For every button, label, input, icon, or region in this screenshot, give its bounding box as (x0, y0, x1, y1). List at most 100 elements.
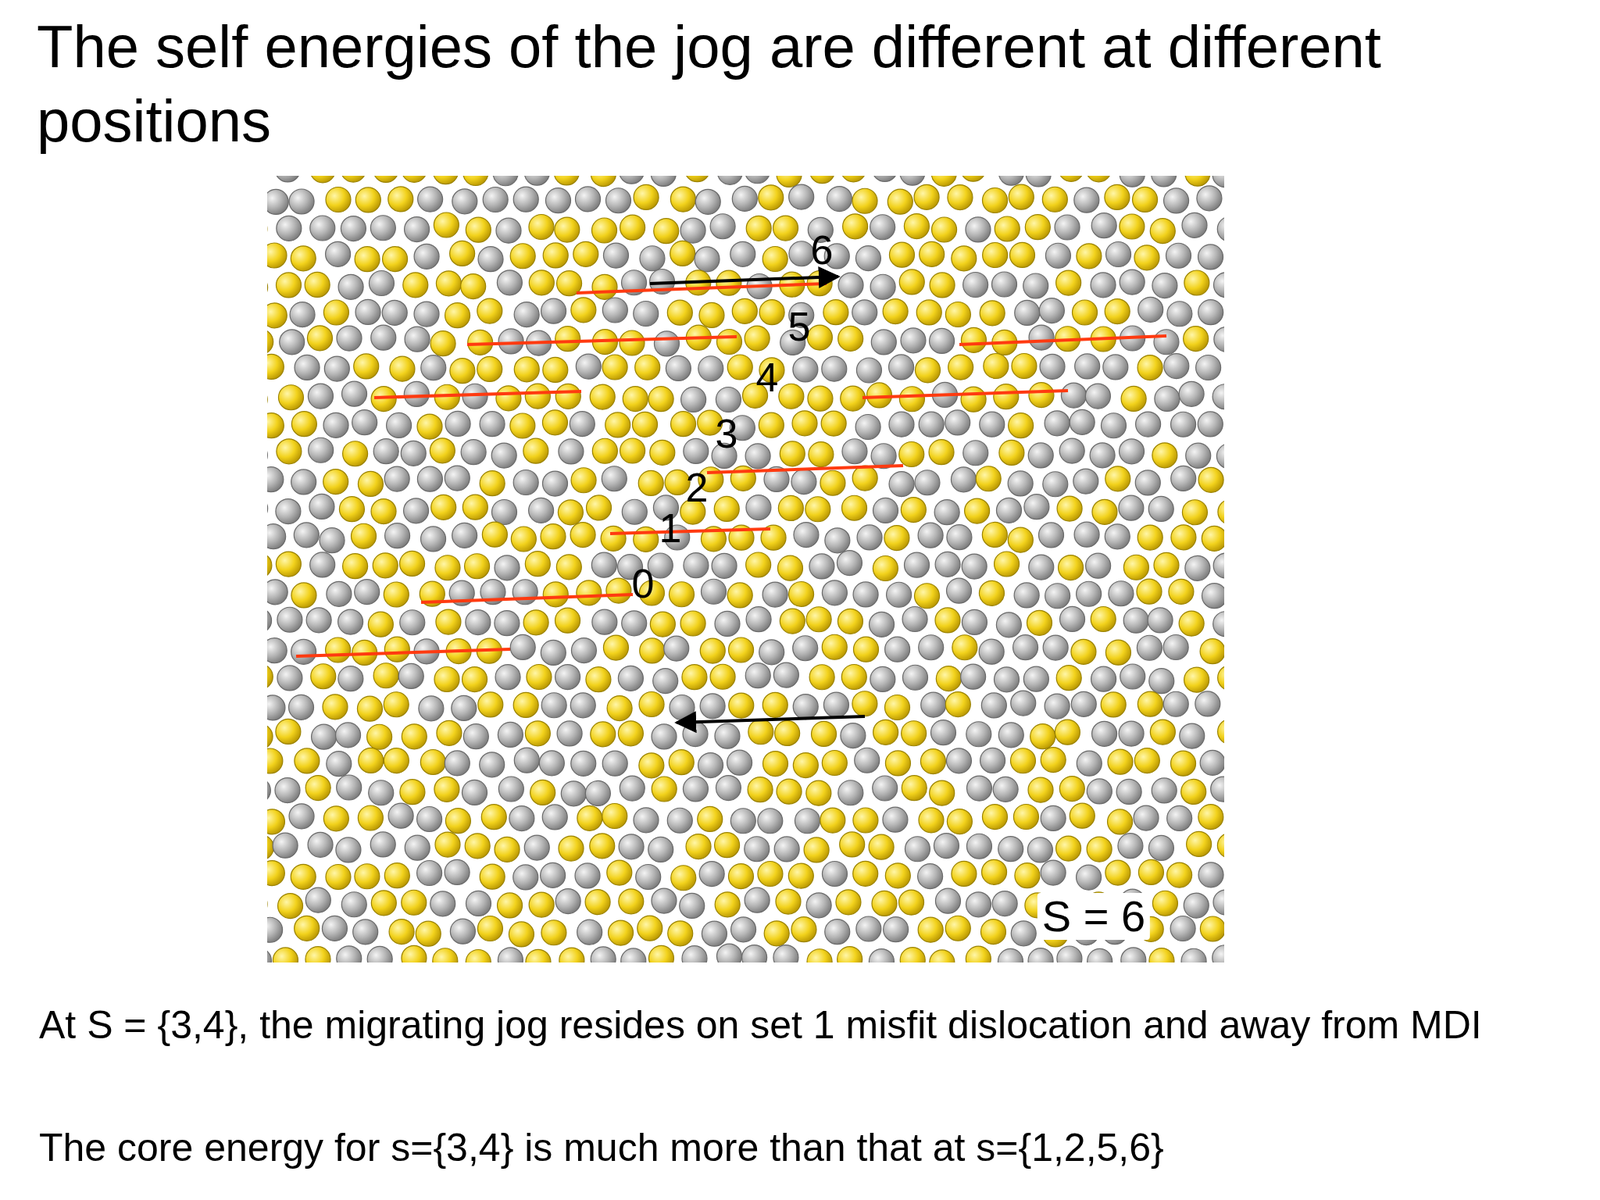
yellow-atom (903, 214, 929, 240)
yellow-atom (291, 582, 317, 608)
yellow-atom (951, 860, 977, 886)
yellow-atom (762, 246, 788, 272)
yellow-atom (510, 526, 536, 552)
grey-atom (414, 301, 440, 327)
yellow-atom (371, 890, 397, 916)
grey-atom (1119, 269, 1145, 295)
grey-atom (746, 495, 772, 521)
yellow-atom (602, 354, 628, 380)
grey-atom (917, 864, 943, 890)
grey-atom (823, 692, 849, 718)
grey-atom (664, 635, 690, 661)
yellow-atom (267, 809, 285, 835)
grey-atom (465, 890, 491, 916)
yellow-atom (420, 749, 446, 775)
yellow-atom (528, 892, 554, 918)
grey-atom (1076, 750, 1102, 776)
grey-atom (882, 807, 908, 833)
grey-atom (1069, 409, 1095, 435)
grey-atom (618, 175, 644, 184)
grey-atom (917, 522, 943, 548)
grey-atom (452, 522, 478, 548)
grey-atom (294, 354, 320, 380)
grey-atom (279, 329, 305, 355)
grey-atom (621, 499, 647, 525)
yellow-atom (821, 750, 847, 775)
yellow-atom (807, 325, 833, 350)
yellow-atom (714, 892, 740, 918)
yellow-atom (885, 694, 911, 720)
yellow-atom (945, 692, 971, 718)
grey-atom (570, 692, 596, 718)
yellow-atom (638, 470, 664, 496)
grey-atom (326, 751, 352, 777)
grey-atom (524, 175, 550, 186)
grey-atom (342, 381, 368, 407)
yellow-atom (481, 804, 507, 830)
yellow-atom (267, 329, 274, 355)
grey-atom (653, 668, 679, 694)
grey-atom (856, 357, 882, 383)
yellow-atom (494, 836, 520, 862)
yellow-atom (340, 175, 366, 183)
yellow-atom (325, 637, 351, 663)
grey-atom (1216, 443, 1225, 469)
yellow-atom (1013, 803, 1039, 829)
grey-atom (371, 325, 397, 350)
position-number: 5 (788, 304, 811, 349)
yellow-atom (916, 300, 942, 325)
yellow-atom (431, 494, 457, 520)
yellow-atom (1201, 525, 1225, 551)
grey-atom (821, 580, 847, 606)
yellow-atom (960, 327, 986, 353)
yellow-atom (639, 753, 665, 779)
yellow-atom (570, 522, 596, 548)
yellow-atom (553, 175, 579, 186)
grey-atom (727, 750, 753, 775)
yellow-atom (1090, 606, 1116, 632)
yellow-atom (710, 664, 736, 690)
grey-atom (921, 692, 947, 718)
grey-atom (1087, 948, 1113, 963)
grey-atom (541, 692, 567, 718)
yellow-atom (525, 949, 551, 963)
red-line (959, 335, 1167, 345)
yellow-atom (889, 242, 915, 268)
yellow-atom (514, 357, 540, 383)
grey-atom (933, 833, 959, 859)
yellow-atom (510, 243, 536, 269)
grey-atom (683, 553, 709, 579)
grey-atom (539, 750, 565, 776)
grey-atom (682, 776, 708, 802)
yellow-atom (700, 638, 725, 664)
yellow-atom (901, 721, 927, 747)
yellow-atom (653, 218, 679, 244)
grey-atom (592, 609, 618, 635)
grey-atom (1167, 301, 1193, 327)
grey-atom (946, 525, 972, 550)
red-line (610, 528, 771, 534)
grey-atom (1164, 353, 1190, 379)
grey-atom (757, 808, 783, 834)
yellow-atom (573, 241, 599, 267)
grey-atom (1182, 212, 1208, 238)
grey-atom (513, 470, 539, 496)
grey-atom (311, 724, 337, 750)
grey-atom (998, 175, 1024, 186)
yellow-atom (478, 692, 504, 718)
grey-atom (496, 217, 522, 243)
yellow-atom (762, 692, 788, 718)
yellow-atom (1185, 175, 1211, 186)
yellow-atom (853, 636, 879, 662)
position-number: 2 (685, 465, 709, 510)
yellow-atom (373, 663, 399, 689)
yellow-atom (434, 666, 460, 692)
yellow-atom (357, 471, 383, 497)
grey-atom (1163, 634, 1189, 660)
yellow-atom (979, 300, 1005, 326)
grey-atom (809, 553, 835, 579)
yellow-atom (383, 692, 409, 718)
yellow-atom (639, 638, 665, 664)
yellow-atom (1104, 184, 1130, 210)
yellow-atom (384, 636, 410, 662)
